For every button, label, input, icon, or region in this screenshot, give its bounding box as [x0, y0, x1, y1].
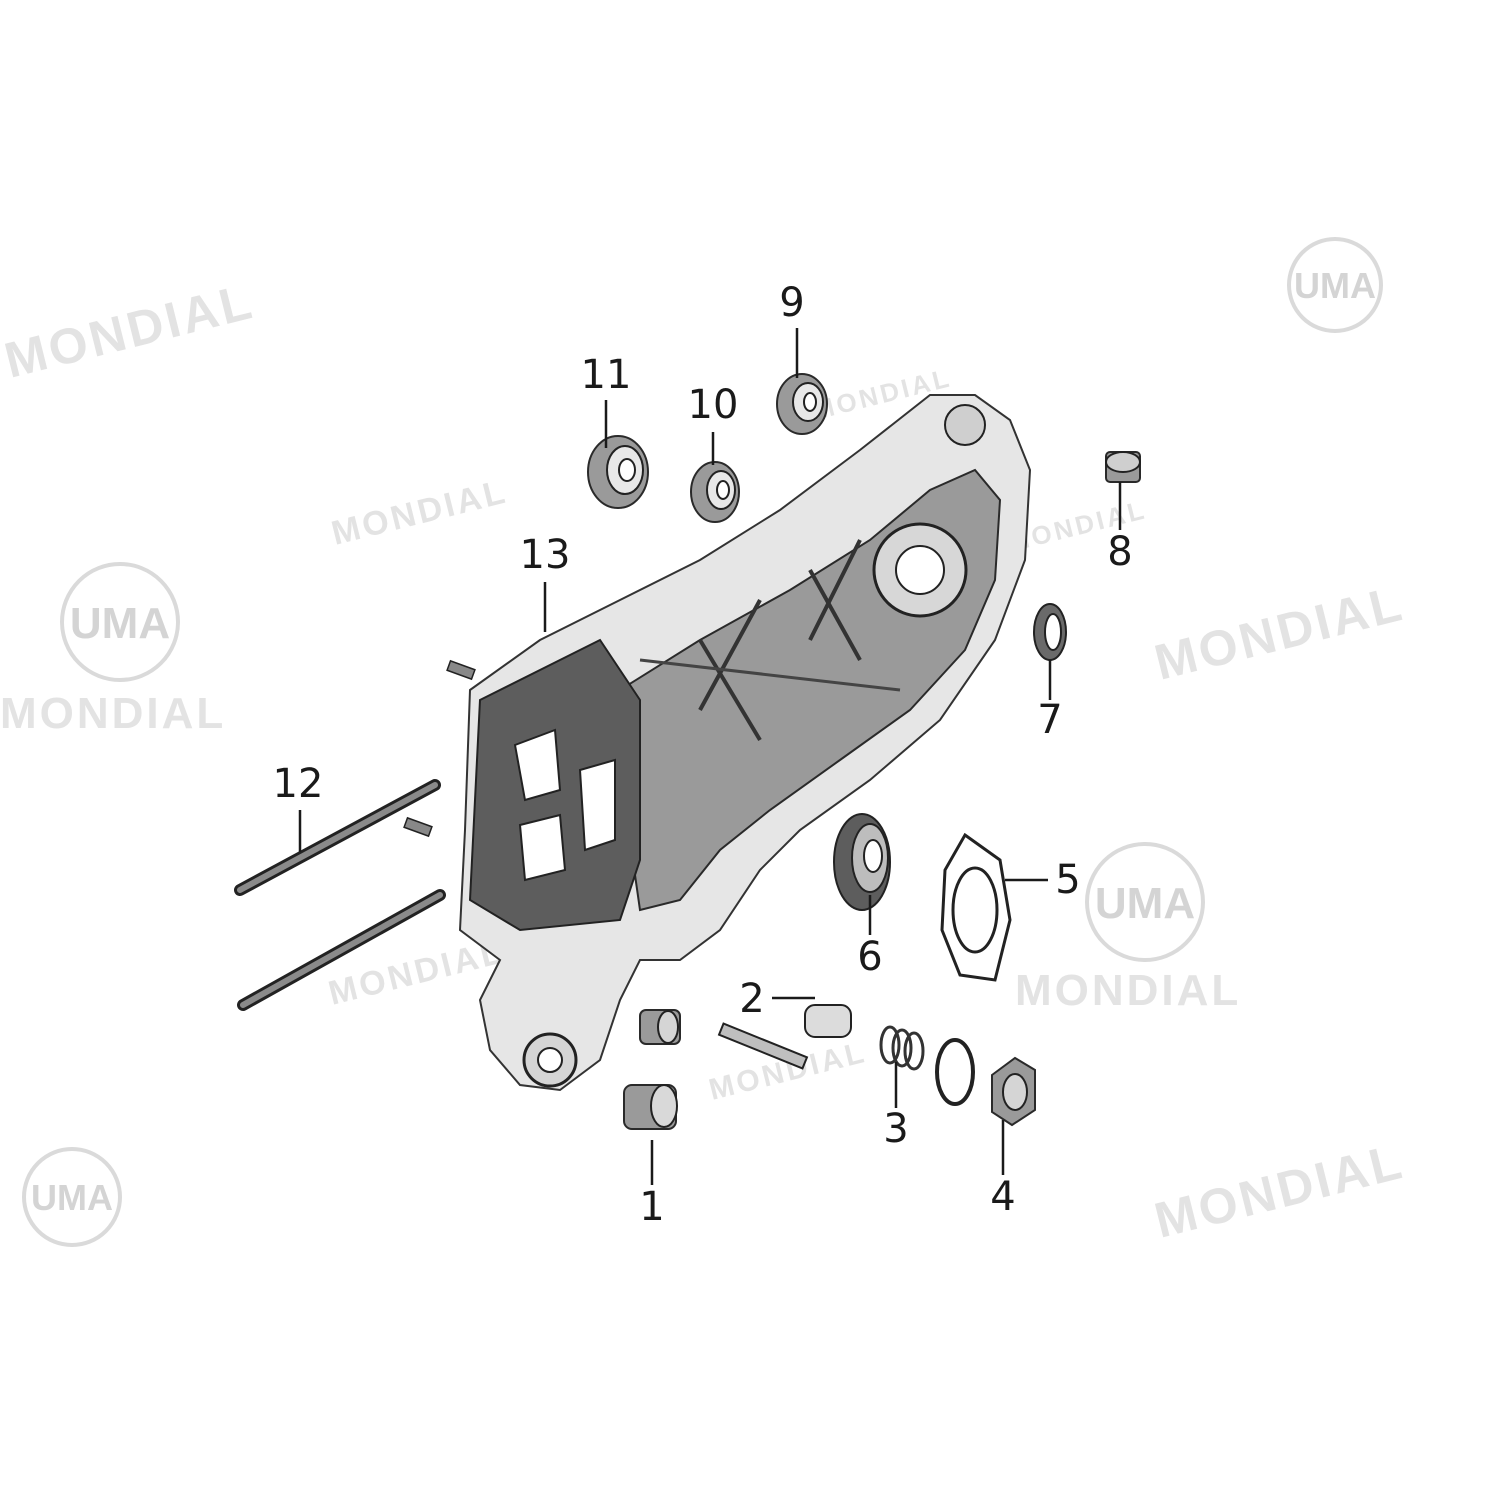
- uma-logo-text: UMA: [1294, 265, 1376, 306]
- callout-2: 2: [739, 976, 764, 1022]
- callout-1: 1: [639, 1184, 664, 1230]
- uma-logo-text: UMA: [31, 1177, 113, 1218]
- callout-7: 7: [1037, 697, 1062, 743]
- callout-3: 3: [883, 1106, 908, 1152]
- callout-4: 4: [990, 1174, 1015, 1220]
- callout-5: 5: [1055, 857, 1080, 903]
- long-bolts-12: [234, 779, 446, 1011]
- oil-seal-7: [1033, 603, 1067, 661]
- callout-6: 6: [857, 934, 882, 980]
- callouts: 1 2 3 4 5 6 7 8 9 10 11 12 13: [273, 280, 1133, 1230]
- bearing-10: [690, 461, 740, 523]
- uma-logo-text: UMA: [70, 599, 170, 648]
- callout-11: 11: [581, 352, 632, 398]
- uma-logo-watermark: UMA: [60, 562, 180, 682]
- oil-seal-6: [833, 813, 891, 911]
- o-ring: [935, 1038, 975, 1106]
- uma-logo-watermark: UMA: [1287, 237, 1383, 333]
- crankcase-half: [403, 394, 1032, 1092]
- bushing-8: [1105, 451, 1141, 483]
- watermark-mondial: MONDIAL: [1015, 966, 1241, 1015]
- dowel-bush-upper: [639, 1009, 681, 1045]
- spring-3: [879, 1025, 925, 1071]
- watermark-mondial: MONDIAL: [1149, 575, 1409, 691]
- callout-10: 10: [688, 382, 739, 428]
- watermark-mondial: MONDIAL: [328, 472, 512, 552]
- callout-9: 9: [779, 280, 804, 326]
- uma-logo-text: UMA: [1095, 879, 1195, 928]
- uma-logo-watermark: UMA: [1085, 842, 1205, 962]
- watermark-mondial: MONDIAL: [0, 273, 259, 389]
- callout-8: 8: [1107, 529, 1132, 575]
- callout-13: 13: [520, 532, 571, 578]
- callout-12: 12: [273, 761, 324, 807]
- bearing-11: [587, 435, 649, 509]
- watermark-mondial: MONDIAL: [1149, 1133, 1409, 1249]
- cover-plate-5: [940, 832, 1012, 982]
- dowel-1: [623, 1084, 678, 1130]
- bearing-9: [776, 373, 828, 435]
- drain-plug-2: [717, 1004, 852, 1070]
- plug-4: [991, 1056, 1036, 1127]
- watermark-mondial: MONDIAL: [706, 1036, 870, 1107]
- uma-logo-watermark: UMA: [22, 1147, 122, 1247]
- watermark-mondial: MONDIAL: [0, 689, 226, 738]
